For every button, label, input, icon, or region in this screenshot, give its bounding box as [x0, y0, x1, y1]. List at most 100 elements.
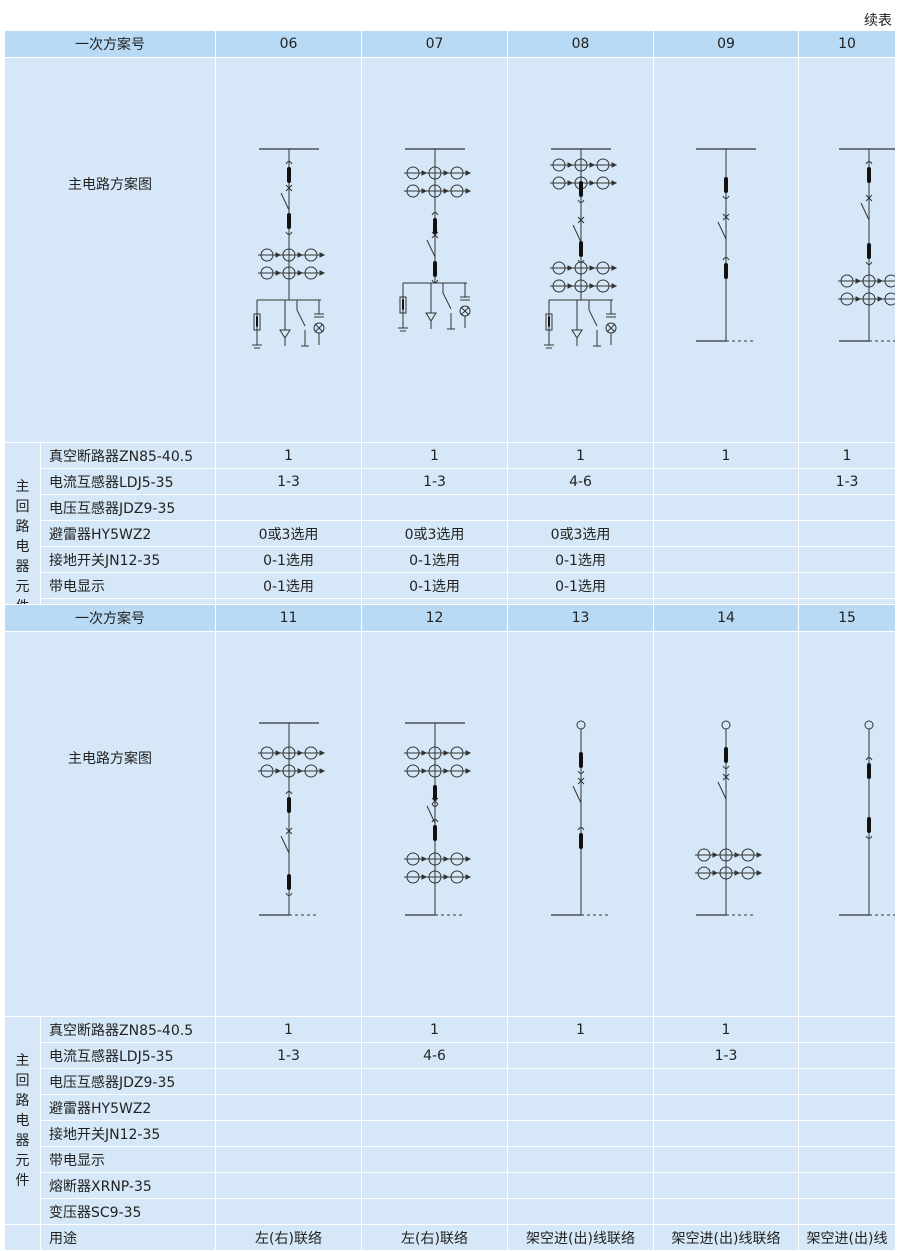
component-quantity [361, 1146, 508, 1173]
component-quantity [653, 1068, 799, 1095]
component-quantity: 0或3选用 [507, 520, 654, 547]
component-quantity: 1 [653, 1016, 799, 1043]
component-quantity [653, 1172, 799, 1199]
main-circuit-components-label: 主回路电器元件 [4, 1016, 41, 1225]
component-quantity [361, 494, 508, 521]
circuit-diagram-bus-tie-ct [838, 148, 895, 342]
scheme-no-label: 一次方案号 [4, 604, 216, 632]
component-quantity [653, 1094, 799, 1121]
component-name: 熔断器XRNP-35 [40, 1172, 216, 1199]
component-quantity [798, 572, 896, 599]
component-quantity: 1-3 [798, 468, 896, 495]
component-quantity: 0-1选用 [215, 572, 362, 599]
component-quantity [361, 1172, 508, 1199]
component-quantity: 1 [653, 442, 799, 469]
scheme-number: 15 [798, 604, 896, 632]
component-quantity [653, 494, 799, 521]
component-quantity: 1-3 [361, 468, 508, 495]
component-name: 变压器SC9-35 [40, 1198, 216, 1225]
component-name: 带电显示 [40, 1146, 216, 1173]
component-quantity [798, 1016, 896, 1043]
component-quantity [215, 1068, 362, 1095]
circuit-diagram-cell [215, 57, 362, 443]
component-quantity [507, 1172, 654, 1199]
scheme-no-label: 一次方案号 [4, 30, 216, 58]
component-quantity [798, 520, 896, 547]
component-name: 带电显示 [40, 572, 216, 599]
side-label-char: 路 [15, 1092, 30, 1109]
component-quantity: 1 [215, 1016, 362, 1043]
scheme-number: 12 [361, 604, 508, 632]
side-label-char: 主 [15, 1052, 30, 1069]
side-label-char: 器 [15, 558, 30, 575]
component-quantity: 0或3选用 [215, 520, 362, 547]
component-quantity [361, 1094, 508, 1121]
component-quantity: 4-6 [361, 1042, 508, 1069]
component-quantity: 0-1选用 [507, 546, 654, 573]
component-quantity [507, 494, 654, 521]
component-quantity [798, 1172, 896, 1199]
component-quantity: 1-3 [215, 1042, 362, 1069]
circuit-diagram-cell [361, 631, 508, 1017]
side-label-char: 回 [15, 1072, 30, 1089]
component-name: 避雷器HY5WZ2 [40, 1094, 216, 1121]
circuit-diagram-cell [653, 631, 799, 1017]
component-quantity [361, 1068, 508, 1095]
component-quantity [653, 546, 799, 573]
component-quantity [507, 1068, 654, 1095]
circuit-diagram-cable-feeder-ct-top [397, 148, 471, 332]
component-quantity: 1 [361, 1016, 508, 1043]
main-circuit-label: 主电路方案图 [4, 631, 216, 1017]
component-quantity [215, 1172, 362, 1199]
circuit-diagram-cell [507, 631, 654, 1017]
component-quantity: 0或3选用 [361, 520, 508, 547]
scheme-number: 07 [361, 30, 508, 58]
component-quantity [798, 546, 896, 573]
scheme-number: 08 [507, 30, 654, 58]
side-label-char: 主 [15, 478, 30, 495]
usage-value: 左(右)联络 [215, 1224, 362, 1251]
component-quantity [507, 1198, 654, 1225]
component-quantity [215, 1120, 362, 1147]
component-quantity [507, 1146, 654, 1173]
component-quantity [653, 1198, 799, 1225]
component-quantity [507, 1042, 654, 1069]
component-quantity: 1 [361, 442, 508, 469]
component-name: 电压互感器JDZ9-35 [40, 494, 216, 521]
usage-value: 架空进(出)线联络 [653, 1224, 799, 1251]
component-quantity [798, 1094, 896, 1121]
component-quantity [215, 1198, 362, 1225]
usage-value: 架空进(出)线 [798, 1224, 896, 1251]
component-quantity [798, 1068, 896, 1095]
circuit-diagram-overhead-tie-ct [695, 720, 763, 916]
component-name: 电压互感器JDZ9-35 [40, 1068, 216, 1095]
component-quantity [507, 1120, 654, 1147]
component-quantity: 0-1选用 [215, 546, 362, 573]
component-quantity: 1 [507, 1016, 654, 1043]
component-quantity [653, 572, 799, 599]
side-label-char: 电 [15, 538, 30, 555]
circuit-diagram-bus-tie-simple [696, 148, 756, 342]
component-name: 接地开关JN12-35 [40, 1120, 216, 1147]
component-name: 避雷器HY5WZ2 [40, 520, 216, 547]
continued-label: 续表 [864, 13, 892, 29]
component-quantity [507, 1094, 654, 1121]
component-quantity: 1 [798, 442, 896, 469]
scheme-number: 10 [798, 30, 896, 58]
component-quantity [653, 1120, 799, 1147]
component-name: 电流互感器LDJ5-35 [40, 468, 216, 495]
component-quantity [798, 494, 896, 521]
side-label-char: 回 [15, 498, 30, 515]
component-quantity [361, 1120, 508, 1147]
component-quantity [361, 1198, 508, 1225]
circuit-diagram-bus-tie-ct-top [257, 722, 325, 916]
scheme-number: 11 [215, 604, 362, 632]
side-label-char: 电 [15, 1112, 30, 1129]
component-quantity: 0-1选用 [361, 572, 508, 599]
component-quantity [798, 1198, 896, 1225]
component-quantity: 4-6 [507, 468, 654, 495]
main-circuit-label: 主电路方案图 [4, 57, 216, 443]
circuit-diagram-cable-feeder [251, 148, 325, 349]
circuit-diagram-cell [361, 57, 508, 443]
